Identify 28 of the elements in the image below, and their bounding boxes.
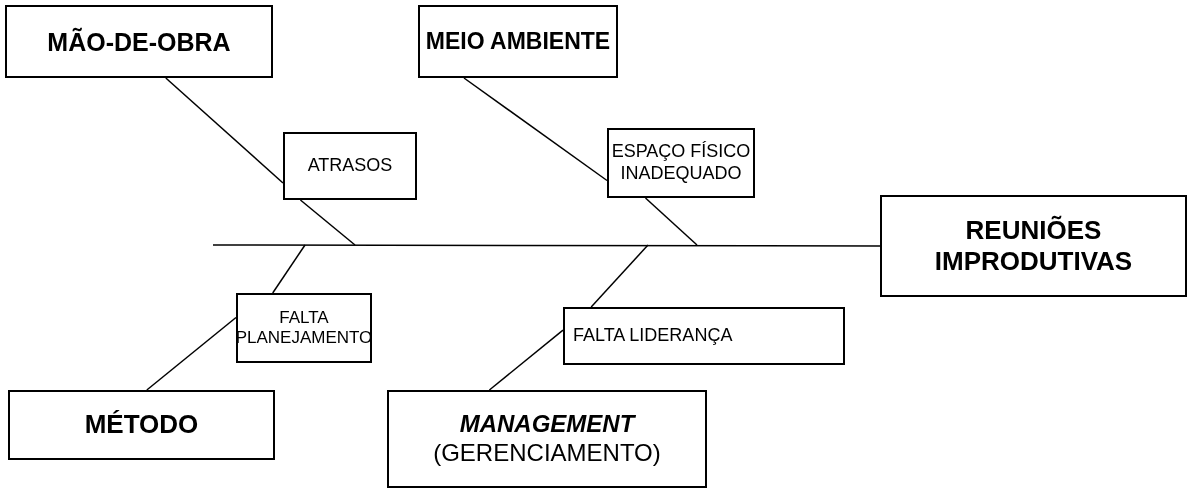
node-label: MEIO AMBIENTE: [425, 27, 611, 56]
category-box: [387, 390, 707, 488]
branch-line: [488, 329, 564, 391]
cause-box: [236, 293, 372, 363]
spine-line: [644, 197, 698, 246]
spine-line: [299, 199, 356, 246]
branch-line: [146, 316, 237, 391]
node-label: REUNIÕES IMPRODUTIVAS: [933, 214, 1134, 278]
spine-line: [590, 244, 649, 308]
cause-box: [563, 307, 845, 365]
category-box: [418, 5, 618, 78]
effect-box: [880, 195, 1187, 297]
spine-line: [271, 244, 306, 294]
cause-box: [283, 132, 417, 200]
branch-line: [463, 77, 608, 182]
category-box: [8, 390, 275, 460]
node-label: FALTA PLANEJAMENTO: [235, 307, 373, 349]
branch-line: [165, 77, 284, 184]
node-label: MÃO-DE-OBRA: [47, 26, 231, 57]
node-label: MANAGEMENT: [459, 410, 635, 439]
node-label: FALTA LIDERANÇA: [573, 325, 733, 347]
category-box: [5, 5, 273, 78]
node-label: (GERENCIAMENTO): [433, 439, 661, 468]
node-label: ESPAÇO FÍSICO INADEQUADO: [610, 141, 752, 185]
cause-box: [607, 128, 755, 198]
node-label: MÉTODO: [84, 409, 199, 441]
spine-line: [212, 244, 881, 247]
node-label: ATRASOS: [307, 155, 393, 177]
